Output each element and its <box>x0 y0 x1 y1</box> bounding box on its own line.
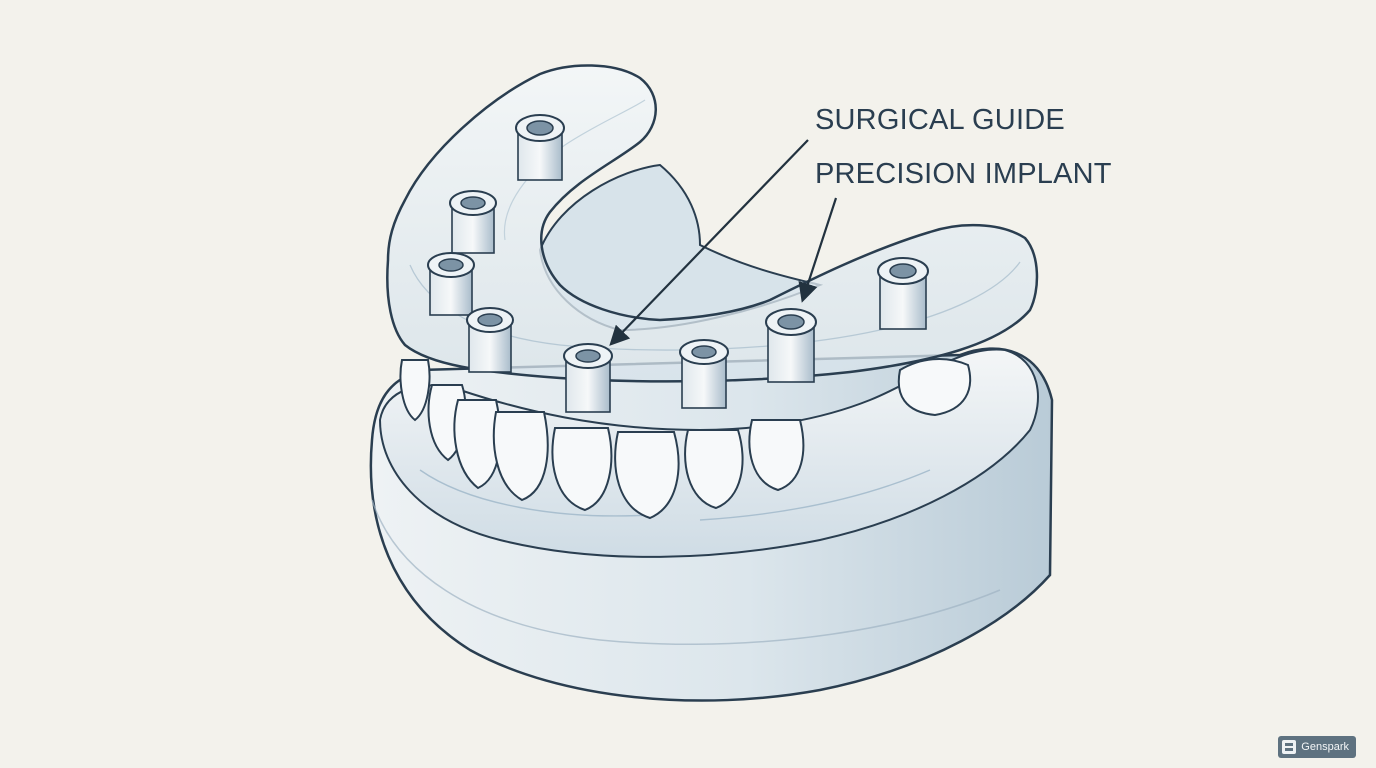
sleeve <box>427 252 475 316</box>
tooth <box>399 359 431 422</box>
sleeve <box>679 339 729 409</box>
sleeve <box>515 114 565 181</box>
genspark-logo-icon <box>1282 740 1297 754</box>
guide-sleeves <box>427 114 929 413</box>
tooth <box>551 427 613 512</box>
precision-implant-label: PRECISION IMPLANT <box>815 158 1112 190</box>
tooth <box>748 419 805 492</box>
sleeve <box>466 307 514 373</box>
watermark-text: Genspark <box>1301 741 1349 753</box>
sleeve <box>563 343 613 413</box>
callout-arrows <box>609 139 838 346</box>
tooth <box>614 431 680 520</box>
tooth <box>897 358 972 417</box>
sleeve <box>877 257 929 330</box>
tooth <box>684 429 744 510</box>
teeth-row <box>399 358 972 520</box>
tooth <box>492 411 549 502</box>
precision-implant-arrow <box>798 197 838 303</box>
sleeve <box>449 190 497 254</box>
sleeve <box>765 308 817 383</box>
genspark-watermark: Genspark <box>1278 736 1356 758</box>
surgical-guide-label: SURGICAL GUIDE <box>815 104 1065 136</box>
surgical-guide-arrow <box>609 139 809 346</box>
